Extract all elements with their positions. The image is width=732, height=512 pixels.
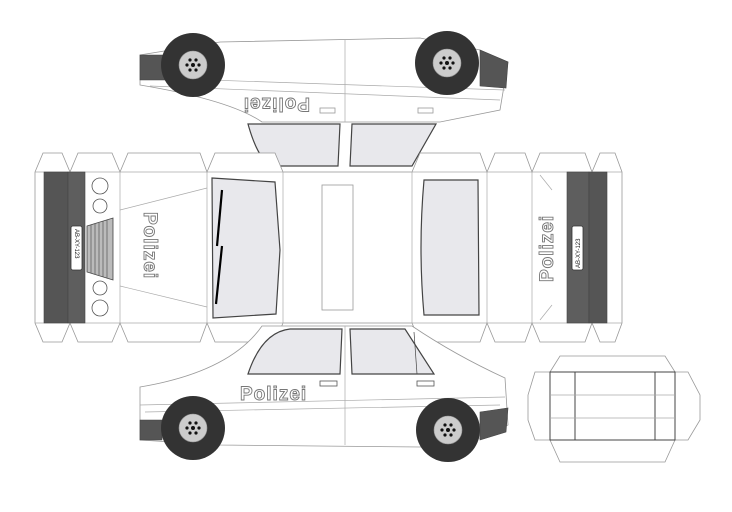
wheel — [415, 31, 479, 95]
bumper-rear — [479, 407, 509, 441]
polizei-lettering-hood: Polizei — [139, 212, 160, 279]
windshield — [211, 177, 281, 319]
door-handle — [417, 107, 434, 114]
window — [349, 328, 436, 375]
bumper-rear — [479, 49, 509, 89]
front-license-plate: AB-XY-123 — [70, 225, 83, 271]
roof-light-bar — [321, 184, 354, 311]
door-handle — [416, 380, 435, 387]
wheel — [416, 398, 480, 462]
svg-text:AB-XY-123: AB-XY-123 — [73, 229, 79, 259]
wiper — [215, 189, 224, 247]
door-handle — [319, 107, 336, 114]
bumper-front — [139, 419, 163, 441]
rear-bumper — [588, 171, 608, 324]
headlight — [92, 280, 108, 296]
wiper — [214, 245, 224, 305]
base-box-net — [527, 355, 701, 463]
grille — [86, 217, 114, 281]
top-strip: AB-XY-123 Polizei Polizei — [34, 152, 623, 343]
headlight — [92, 198, 108, 214]
side-panel-bottom: Polizei — [139, 325, 509, 462]
wheel — [161, 33, 225, 97]
polizei-lettering-bottom: Polizei — [240, 384, 307, 405]
polizei-lettering-top: Polizei — [243, 93, 310, 114]
window — [349, 123, 438, 167]
polizei-lettering-trunk: Polizei — [537, 215, 558, 282]
front-bumper — [43, 171, 69, 324]
headlight — [91, 177, 109, 195]
window — [247, 328, 343, 375]
rear-license-plate: AB-XY-123 — [571, 225, 584, 271]
rear-window — [420, 179, 480, 316]
svg-text:AB-XY-123: AB-XY-123 — [576, 238, 582, 268]
wheel — [161, 396, 225, 460]
side-panel-top: Polizei — [139, 31, 509, 167]
door-handle — [319, 380, 338, 387]
headlight — [91, 299, 109, 317]
